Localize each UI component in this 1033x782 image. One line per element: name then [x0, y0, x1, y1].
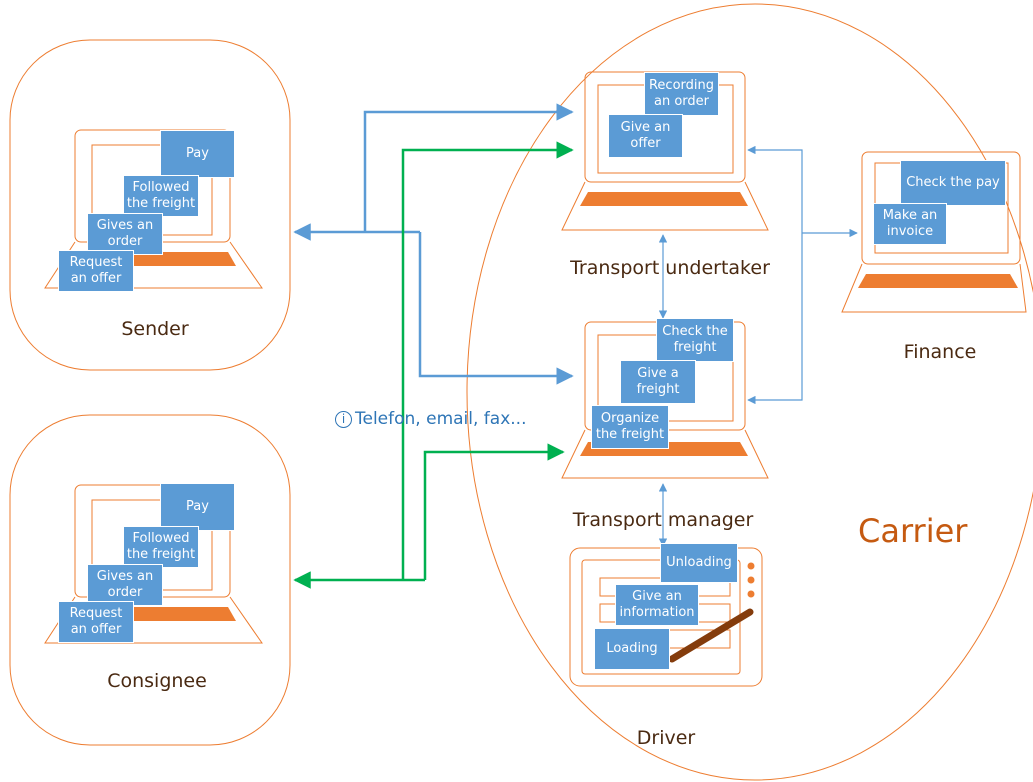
label-driver: Driver [636, 727, 696, 749]
sender-task-pay: Pay [160, 130, 235, 178]
consignee-region [9, 414, 291, 746]
consignee-task-gives-order: Gives an order [87, 564, 163, 606]
finance-task-make-invoice: Make an invoice [873, 203, 947, 245]
manager-task-organize-freight: Organize the freight [591, 405, 669, 449]
driver-task-unloading: Unloading [660, 543, 738, 583]
label-finance: Finance [903, 341, 977, 363]
undertaker-task-give-offer: Give an offer [608, 114, 683, 158]
driver-task-give-information: Give an information [615, 584, 699, 626]
manager-task-give-freight: Give a freight [620, 360, 696, 404]
label-consignee: Consignee [107, 670, 207, 692]
sender-task-followed-freight: Followed the freight [123, 175, 199, 217]
carrier-internal-links [658, 145, 858, 547]
label-transport-manager: Transport manager [572, 509, 754, 531]
channel-note-text: Telefon, email, fax... [355, 409, 527, 429]
carrier-region [466, 3, 1033, 781]
label-sender: Sender [121, 318, 189, 340]
blue-communication-arrows [293, 103, 574, 385]
undertaker-task-recording-order: Recording an order [644, 72, 719, 116]
label-transport-undertaker: Transport undertaker [570, 257, 770, 279]
green-communication-arrows [293, 141, 574, 589]
finance-task-check-pay: Check the pay [900, 160, 1006, 206]
undertaker-laptop-icon [561, 71, 769, 231]
driver-task-loading: Loading [594, 628, 670, 670]
label-carrier: Carrier [858, 512, 968, 550]
manager-task-check-freight: Check the freight [656, 318, 734, 362]
info-icon: i [335, 411, 352, 428]
sender-task-gives-order: Gives an order [87, 213, 163, 255]
sender-task-request-offer: Request an offer [58, 250, 134, 292]
sender-region [9, 39, 291, 371]
consignee-task-followed-freight: Followed the freight [123, 526, 199, 568]
consignee-task-request-offer: Request an offer [58, 601, 134, 643]
consignee-task-pay: Pay [160, 483, 235, 531]
